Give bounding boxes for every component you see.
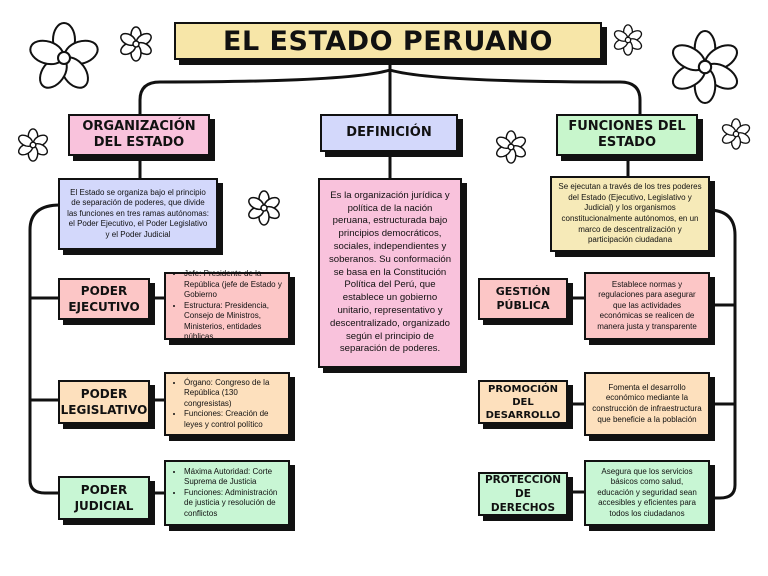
flower-icon bbox=[29, 22, 99, 89]
poder-legislativo-detail: Funciones: Creación de leyes y control p… bbox=[184, 409, 282, 430]
gestion-publica-heading: GESTIÓN PÚBLICA bbox=[478, 278, 568, 320]
definicion-heading: DEFINICIÓN bbox=[320, 114, 458, 152]
flower-icon bbox=[721, 118, 751, 150]
poder-ejecutivo-details: Jefe: Presidente de la República (jefe d… bbox=[164, 269, 290, 343]
poder-ejecutivo-heading: PODER EJECUTIVO bbox=[58, 278, 150, 320]
organizacion-description: El Estado se organiza bajo el principio … bbox=[58, 178, 218, 250]
poder-judicial-detail: Funciones: Administración de justicia y … bbox=[184, 488, 282, 520]
poder-ejecutivo-detail: Jefe: Presidente de la República (jefe d… bbox=[184, 269, 282, 301]
funciones-heading: FUNCIONES DEL ESTADO bbox=[556, 114, 698, 156]
flower-icon bbox=[613, 24, 643, 56]
proteccion-derechos-description: Asegura que los servicios básicos como s… bbox=[584, 460, 710, 526]
poder-ejecutivo-detail: Estructura: Presidencia, Consejo de Mini… bbox=[184, 301, 282, 343]
flower-icon bbox=[248, 190, 280, 226]
flower-icon bbox=[17, 128, 49, 162]
poder-judicial-detail: Máxima Autoridad: Corte Suprema de Justi… bbox=[184, 467, 282, 488]
page-title: EL ESTADO PERUANO bbox=[174, 22, 602, 60]
flower-icon bbox=[120, 26, 152, 62]
organizacion-heading: ORGANIZACIÓN DEL ESTADO bbox=[68, 114, 210, 156]
flower-icon bbox=[495, 130, 527, 164]
poder-legislativo-detail: Órgano: Congreso de la República (130 co… bbox=[184, 378, 282, 410]
poder-legislativo-details: Órgano: Congreso de la República (130 co… bbox=[164, 372, 290, 436]
definicion-description: Es la organización jurídica y política d… bbox=[318, 178, 462, 368]
promocion-desarrollo-heading: PROMOCIÓN DEL DESARROLLO bbox=[478, 380, 568, 424]
gestion-publica-description: Establece normas y regulaciones para ase… bbox=[584, 272, 710, 340]
poder-judicial-details: Máxima Autoridad: Corte Suprema de Justi… bbox=[164, 460, 290, 526]
funciones-description: Se ejecutan a través de los tres poderes… bbox=[550, 176, 710, 252]
poder-legislativo-heading: PODER LEGISLATIVO bbox=[58, 380, 150, 424]
proteccion-derechos-heading: PROTECCIÓN DE DERECHOS bbox=[478, 472, 568, 516]
poder-judicial-heading: PODER JUDICIAL bbox=[58, 476, 150, 520]
promocion-desarrollo-description: Fomenta el desarrollo económico mediante… bbox=[584, 372, 710, 436]
flower-icon bbox=[671, 30, 739, 104]
